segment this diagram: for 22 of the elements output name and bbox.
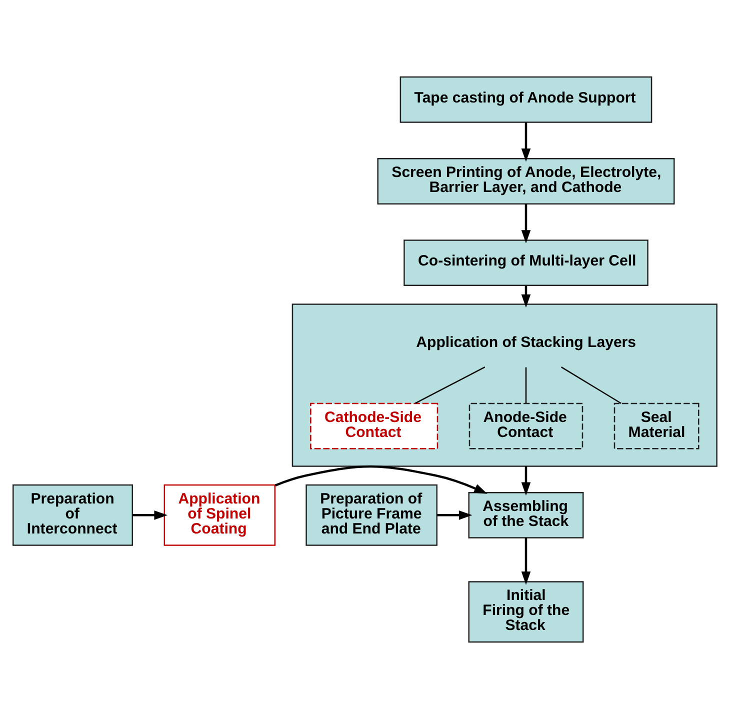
node-box: Seal Material [614,402,700,450]
connector [525,367,527,404]
node-box: Co-sintering of Multi-layer Cell [404,240,648,286]
connector [414,366,486,404]
arrow [437,510,472,520]
node-box: Anode-Side Contact [468,402,584,450]
arrow [521,122,531,162]
node-box: Assembling of the Stack [468,492,584,538]
node-box: Tape casting of Anode Support [400,76,652,123]
arrow [521,286,531,308]
arrow [132,510,168,520]
node-box: Application of Spinel Coating [164,484,276,546]
arrow [274,465,488,494]
node-box: Preparation of Picture Frame and End Plate [306,484,438,546]
arrow [521,204,531,244]
node-box: Cathode-Side Contact [310,402,438,450]
node-box: Initial Firing of the Stack [468,581,584,643]
node-box: Preparation of Interconnect [12,484,134,546]
connector [561,366,622,404]
node-box: Screen Printing of Anode, Electrolyte, Barrier Layer, and Cathode [377,158,675,204]
arrow [521,538,531,585]
arrow [521,466,531,496]
